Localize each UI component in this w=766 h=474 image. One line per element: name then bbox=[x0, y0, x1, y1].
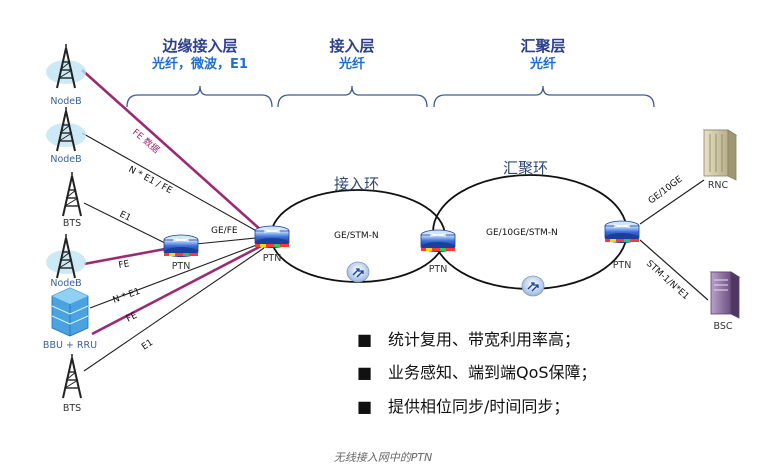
ring-inner-label: GE/10GE/STM-N bbox=[486, 228, 558, 238]
link-fe-nodeb bbox=[83, 247, 166, 266]
label-e1: E1 bbox=[118, 210, 133, 224]
link-fe-bbu bbox=[91, 243, 264, 336]
node-label: BTS bbox=[63, 218, 81, 229]
ring-direction-icon bbox=[346, 261, 370, 283]
link-stm1 bbox=[639, 239, 709, 301]
bsc-server-icon bbox=[709, 271, 741, 319]
link-e1-bts bbox=[83, 202, 166, 244]
label-ne1: N * E1 bbox=[112, 287, 142, 306]
core-links: GE/10GE STM-1/N*E1 bbox=[639, 174, 709, 302]
tier-title: 接入层 bbox=[329, 37, 374, 55]
label-e1-bts2: E1 bbox=[140, 338, 155, 353]
figure-caption: 无线接入网中的PTN bbox=[334, 451, 433, 464]
bsc: BSC bbox=[709, 271, 741, 332]
feature-text: 业务感知、端到端QoS保障； bbox=[388, 363, 597, 382]
tower-icon bbox=[62, 353, 82, 399]
ptn-router-icon bbox=[163, 234, 199, 258]
nodeb-3: NodeB bbox=[46, 233, 86, 289]
bullet-symbol: ■ bbox=[357, 330, 372, 349]
nodeb-1: NodeB bbox=[46, 43, 86, 107]
bts-2: BTS bbox=[62, 353, 82, 414]
ptn-core: PTN bbox=[604, 220, 640, 271]
access-ring: 接入环 GE/STM-N bbox=[270, 175, 446, 283]
link-ge-fe bbox=[195, 237, 257, 245]
ring-inner-label: GE/STM-N bbox=[334, 231, 379, 241]
tier-title: 汇聚层 bbox=[520, 37, 565, 55]
label-fe: FE bbox=[118, 259, 131, 271]
ring-title: 接入环 bbox=[334, 175, 379, 193]
ring-title: 汇聚环 bbox=[503, 159, 548, 177]
node-label: BBU + RRU bbox=[43, 340, 97, 351]
link-fe-data bbox=[81, 69, 263, 232]
link-ne1-fe bbox=[81, 132, 263, 235]
tier-bracket bbox=[277, 85, 428, 108]
label-fe-bbu: FE bbox=[125, 311, 139, 325]
edge-links bbox=[81, 69, 265, 372]
bullet-symbol: ■ bbox=[357, 363, 372, 382]
ptn-small: PTN bbox=[163, 234, 199, 272]
ptn-router-icon bbox=[254, 225, 290, 249]
link-ge-10ge bbox=[639, 179, 705, 225]
node-label: BSC bbox=[713, 321, 732, 332]
node-label: RNC bbox=[708, 180, 729, 191]
ptn-router-icon bbox=[420, 229, 456, 253]
nodeb-2: NodeB bbox=[46, 106, 86, 165]
link-ne1-bbu bbox=[89, 242, 263, 309]
bullet-symbol: ■ bbox=[357, 397, 372, 416]
rnc-rack-icon bbox=[702, 129, 738, 181]
bts-1: BTS bbox=[62, 171, 82, 229]
tier-bracket bbox=[126, 85, 273, 108]
aggregation-ring: 汇聚环 GE/10GE/STM-N bbox=[432, 159, 628, 297]
node-label: PTN bbox=[429, 264, 448, 275]
rnc: RNC bbox=[702, 129, 738, 191]
node-label: NodeB bbox=[50, 278, 81, 289]
tier-subtitle: 光纤 bbox=[529, 56, 556, 72]
bbu-rru: BBU + RRU bbox=[43, 287, 97, 351]
node-label: PTN bbox=[172, 261, 191, 272]
feature-text: 提供相位同步/时间同步； bbox=[388, 397, 569, 416]
label-fe-data: FE 数据 bbox=[130, 126, 162, 156]
node-label: NodeB bbox=[50, 96, 81, 107]
tier-subtitle: 光纤，微波，E1 bbox=[151, 56, 248, 72]
ptn-edge: PTN bbox=[254, 225, 290, 264]
tower-icon bbox=[62, 171, 82, 217]
node-label: NodeB bbox=[50, 154, 81, 165]
ring-direction-icon bbox=[521, 275, 545, 297]
ptn-router-icon bbox=[604, 220, 640, 244]
tier-subtitle: 光纤 bbox=[338, 56, 365, 72]
label-ge-fe: GE/FE bbox=[211, 226, 238, 236]
tier-aggregation: 汇聚层 光纤 bbox=[433, 37, 655, 108]
tier-bracket bbox=[433, 85, 655, 108]
tier-access: 接入层 光纤 bbox=[277, 37, 428, 108]
tier-title: 边缘接入层 bbox=[161, 37, 237, 55]
feature-text: 统计复用、带宽利用率高； bbox=[388, 330, 580, 349]
ptn-ring-junction: PTN bbox=[420, 229, 456, 275]
feature-list: ■ 统计复用、带宽利用率高； ■ 业务感知、端到端QoS保障； ■ 提供相位同步… bbox=[357, 330, 597, 416]
feature-item: ■ 提供相位同步/时间同步； bbox=[357, 397, 569, 416]
feature-item: ■ 统计复用、带宽利用率高； bbox=[357, 330, 580, 349]
feature-item: ■ 业务感知、端到端QoS保障； bbox=[357, 363, 597, 382]
node-label: PTN bbox=[263, 253, 282, 264]
node-label: BTS bbox=[63, 403, 81, 414]
link-e1-bts2 bbox=[83, 247, 265, 372]
bbu-stack-icon bbox=[51, 287, 89, 337]
tier-edge-access: 边缘接入层 光纤，微波，E1 bbox=[126, 37, 273, 108]
label-stm1-ne1: STM-1/N*E1 bbox=[644, 259, 691, 302]
node-label: PTN bbox=[613, 260, 632, 271]
label-ge-10ge: GE/10GE bbox=[647, 174, 685, 206]
